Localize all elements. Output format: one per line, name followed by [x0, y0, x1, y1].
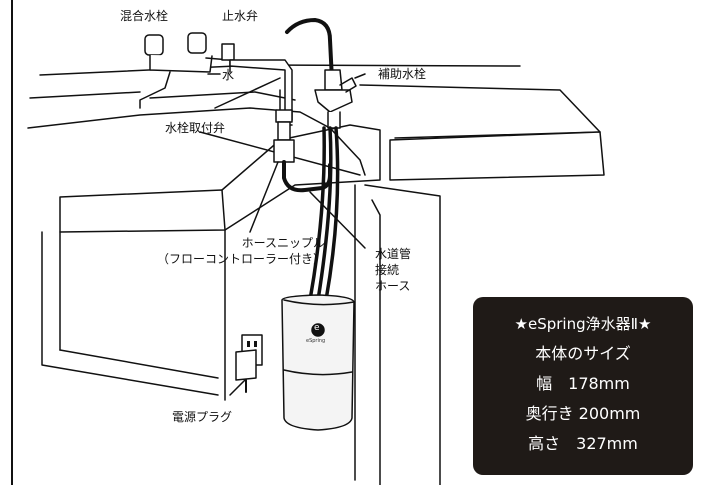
label-aux-faucet: 補助水栓 [378, 67, 427, 81]
leader-mount-valve [214, 77, 281, 109]
leader-aux-faucet [354, 73, 366, 79]
mixing-faucet-body [149, 54, 213, 73]
outlet-slot-2 [254, 341, 257, 347]
sink-basin-outline [27, 107, 366, 176]
label-hose-nipple: ホースニップル （フローコントローラー付き） [156, 236, 325, 267]
espring-unit-band [283, 369, 353, 376]
label-faucet-mount-valve: 水栓取付弁 [165, 121, 226, 135]
leader-power-plug [229, 379, 246, 396]
cabinet-left-wall [41, 231, 219, 396]
spec-height: 高さ 327mm [528, 434, 638, 453]
espring-unit-body [281, 294, 355, 431]
aux-faucet-handle [339, 77, 357, 93]
label-supply-hose: 水道管 接続 ホース [375, 247, 412, 294]
espring-brand-text: eSpring [306, 338, 326, 344]
spec-title: ★eSpring浄水器Ⅱ★ [514, 315, 652, 333]
spec-subtitle: 本体のサイズ [535, 344, 631, 363]
hose-nipple-flow-controller [273, 139, 295, 163]
aux-faucet-base [314, 89, 353, 113]
counter-front-right [221, 124, 381, 231]
counter-right-block [389, 131, 605, 181]
aux-faucet-neck-outline [324, 69, 343, 91]
cabinet-door-inner [371, 199, 381, 486]
espring-unit-top [283, 299, 355, 306]
hose-nipple-mid [277, 121, 291, 141]
cabinet-open-door [364, 184, 441, 486]
label-stop-valve: 止水弁 [222, 9, 259, 23]
stop-valve-body [221, 43, 235, 61]
mixing-faucet-handle-right [187, 32, 207, 54]
label-water: 水 [222, 68, 235, 82]
mixing-faucet-handle-left [144, 34, 164, 56]
countertop-right-top [359, 84, 601, 139]
hose-down-2 [324, 126, 340, 302]
aux-faucet-gooseneck [285, 18, 334, 82]
countertop-back-edge-inner [29, 91, 141, 99]
hose-down-1 [316, 126, 333, 302]
sink-basin-inner [149, 91, 296, 101]
cabinet-floor [59, 349, 219, 379]
power-plug-shape [235, 349, 257, 381]
label-power-plug: 電源プラグ [172, 410, 233, 424]
espring-logo-circle [311, 323, 325, 337]
aux-faucet-shank [327, 111, 341, 129]
label-mixing-faucet: 混合水栓 [120, 9, 169, 23]
spec-box: ★eSpring浄水器Ⅱ★ 本体のサイズ 幅 178mm 奥行き 200mm 高… [473, 297, 693, 475]
hose-nipple-top [275, 109, 293, 123]
spec-depth: 奥行き 200mm [525, 404, 641, 423]
espring-logo-letter: e [314, 323, 320, 333]
mixing-faucet-spout [139, 71, 171, 109]
counter-front-left [59, 189, 226, 233]
leader-hose-nipple [249, 161, 279, 233]
outlet-slot-1 [247, 341, 250, 347]
hose-down-3 [308, 126, 326, 302]
spec-width: 幅 178mm [536, 374, 630, 393]
